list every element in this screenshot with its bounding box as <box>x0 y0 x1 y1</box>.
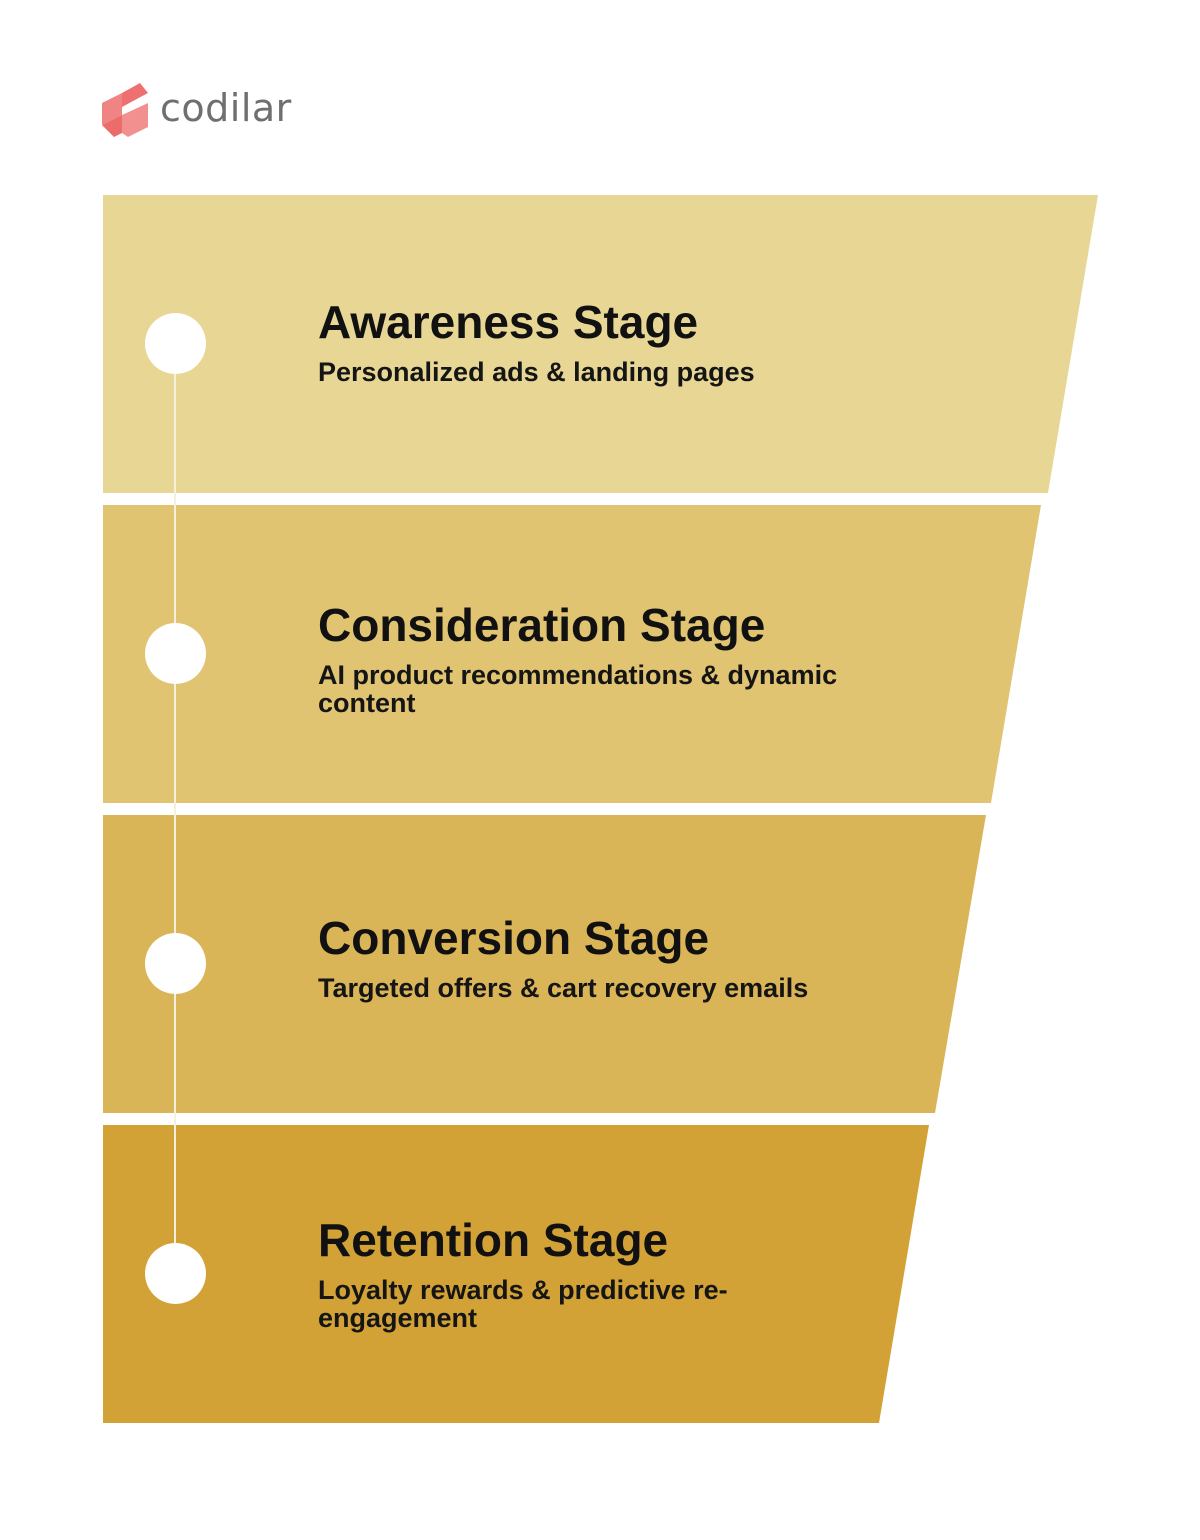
stage-description: Loyalty rewards & predictive re-engageme… <box>318 1274 728 1333</box>
stage-title: Conversion Stage <box>318 912 710 964</box>
stage-consideration: Consideration Stage AI product recommend… <box>103 505 1041 803</box>
timeline-dot-awareness <box>145 313 206 374</box>
stage-awareness: Awareness Stage Personalized ads & landi… <box>103 195 1098 493</box>
stage-title: Consideration Stage <box>318 599 766 651</box>
stage-description: AI product recommendations & dynamic con… <box>318 659 838 718</box>
stage-conversion-band <box>103 815 986 1113</box>
stage-consideration-band <box>103 505 1041 803</box>
timeline-dot-consideration <box>145 623 206 684</box>
codilar-logo-icon <box>102 83 148 137</box>
stage-title: Retention Stage <box>318 1214 669 1266</box>
stage-conversion: Conversion Stage Targeted offers & cart … <box>103 815 986 1113</box>
stage-awareness-band <box>103 195 1098 493</box>
stage-retention-band <box>103 1125 929 1423</box>
stage-retention: Retention Stage Loyalty rewards & predic… <box>103 1125 929 1423</box>
stage-title: Awareness Stage <box>318 296 699 348</box>
brand-logo: codilar <box>100 80 292 140</box>
timeline-dot-retention <box>145 1243 206 1304</box>
stage-description: Personalized ads & landing pages <box>318 356 755 387</box>
timeline-dot-conversion <box>145 933 206 994</box>
timeline-connector <box>174 344 176 1274</box>
stage-description: Targeted offers & cart recovery emails <box>318 972 809 1003</box>
brand-name: codilar <box>160 86 292 130</box>
